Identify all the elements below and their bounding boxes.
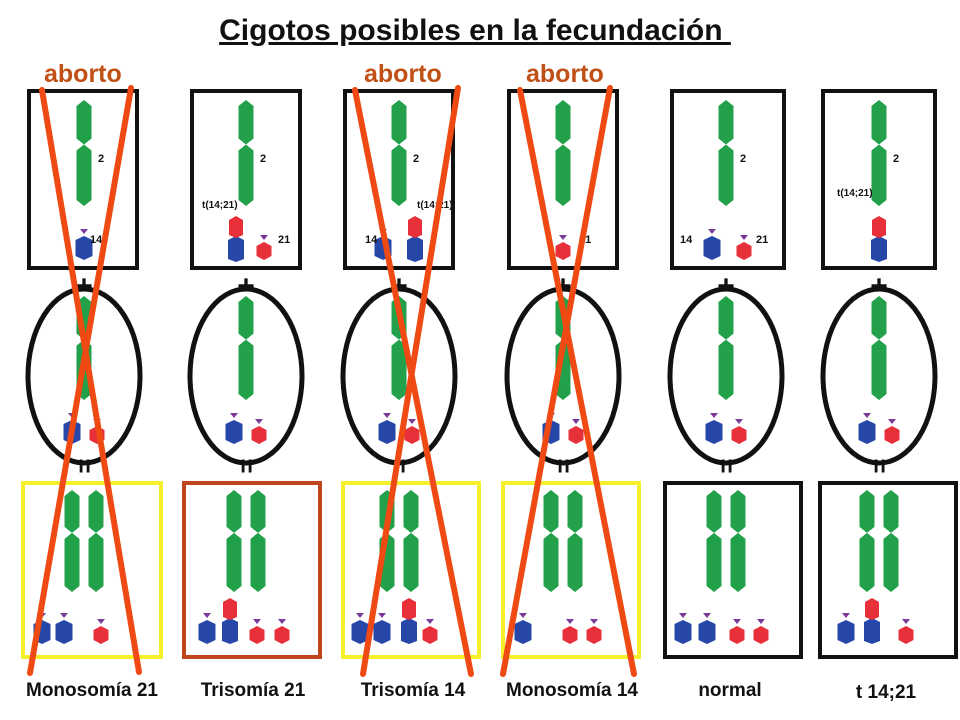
cross-line-a-1 [39, 87, 142, 675]
zygote-chromosome-14-6-0 [837, 613, 855, 644]
zygote-chromosome-14-5-1 [698, 613, 716, 644]
sperm-label-t-6: t(14;21) [837, 188, 873, 199]
sperm-label-21-2: 21 [278, 234, 290, 246]
oocyte-chromosome-21-2 [251, 419, 267, 444]
zygote-chromosome-21-2-2 [249, 619, 265, 644]
equals-sign-2: = [232, 458, 262, 473]
outcome-label-monosomia-21: Monosomía 21 [26, 680, 158, 701]
sperm-chromosome-2-6 [871, 100, 887, 206]
sperm-chromosome-2-3 [391, 100, 407, 206]
zygote-chromosome-21-5-3 [753, 619, 769, 644]
outcome-label-trisomia-21: Trisomía 21 [200, 680, 306, 701]
cross-line-b-3 [360, 85, 461, 677]
sperm-chromosome-14-1-0 [75, 229, 93, 260]
zygote-chromosome-2a-6 [859, 490, 875, 592]
equals-sign-4: = [549, 458, 579, 473]
zygote-chromosome-14-3-1 [373, 613, 391, 644]
oocyte-chromosome-2-6 [871, 296, 887, 400]
zygote-chromosome-21-4-2 [586, 619, 602, 644]
zygote-chromosome-2a-5 [706, 490, 722, 592]
sperm-translocation-3 [407, 216, 423, 262]
zygote-chromosome-14-1-1 [55, 613, 73, 644]
zygote-chromosome-21-6-2 [898, 619, 914, 644]
outcome-label-t-14-21: t 14;21 [855, 682, 917, 703]
aborto-label-col3: aborto [364, 60, 442, 88]
sperm-label-14-5: 14 [680, 234, 693, 246]
sperm-translocation-2 [228, 216, 244, 262]
equals-sign-3: = [385, 458, 415, 473]
outcome-label-trisomia-14: Trisomía 14 [360, 680, 466, 701]
sperm-label-t-3: t(14;21) [417, 200, 453, 211]
zygote-chromosome-14-4-0 [514, 613, 532, 644]
zygote-translocation-2-1 [222, 598, 238, 644]
sperm-label-21-5: 21 [756, 234, 768, 246]
zygote-translocation-6-1 [864, 598, 880, 644]
zygote-chromosome-21-3-3 [422, 619, 438, 644]
zygote-chromosome-2a-1 [64, 490, 80, 592]
zygote-chromosome-14-2-0 [198, 613, 216, 644]
zygote-chromosome-2b-2 [250, 490, 266, 592]
zygote-chromosome-14-5-0 [674, 613, 692, 644]
oocyte-chromosome-2-5 [718, 296, 734, 400]
cross-line-a-4 [517, 87, 637, 677]
oocyte-chromosome-21-4 [568, 419, 584, 444]
equals-sign-6: = [865, 458, 895, 473]
sperm-chromosome-21-4-0 [555, 235, 571, 260]
oocyte-chromosome-14-6 [858, 413, 876, 444]
equals-sign-5: = [712, 458, 742, 473]
zygote-chromosome-2a-4 [543, 490, 559, 592]
sperm-chromosome-21-5-1 [736, 235, 752, 260]
zygote-chromosome-21-2-3 [274, 619, 290, 644]
sperm-label-2-5: 2 [740, 153, 746, 165]
sperm-label-2-1: 2 [98, 153, 104, 165]
zygote-chromosome-21-5-2 [729, 619, 745, 644]
oocyte-chromosome-21-3 [404, 419, 420, 444]
sperm-label-2-2: 2 [260, 153, 266, 165]
sperm-chromosome-2-4 [555, 100, 571, 206]
cross-line-b-1 [27, 85, 134, 676]
zygote-chromosome-2b-3 [403, 490, 419, 592]
zygote-chromosome-2b-1 [88, 490, 104, 592]
zygote-chromosome-21-4-1 [562, 619, 578, 644]
sperm-label-14-1: 14 [90, 234, 103, 246]
outcome-label-monosomia-14: Monosomía 14 [506, 680, 638, 701]
oocyte-chromosome-21-5 [731, 419, 747, 444]
zygote-chromosome-2b-5 [730, 490, 746, 592]
aborto-label-col1: aborto [44, 60, 122, 88]
page-title: Cigotos posibles en la fecundación [219, 14, 731, 47]
cross-line-b-4 [500, 85, 613, 677]
sperm-chromosome-21-2-0 [256, 235, 272, 260]
sperm-chromosome-2-5 [718, 100, 734, 206]
sperm-label-14-3: 14 [365, 234, 378, 246]
aborto-label-col4: aborto [526, 60, 604, 88]
sperm-label-t-2: t(14;21) [202, 200, 238, 211]
oocyte-chromosome-2-2 [238, 296, 254, 400]
sperm-label-2-6: 2 [893, 153, 899, 165]
sperm-chromosome-2-1 [76, 100, 92, 206]
oocyte-chromosome-21-6 [884, 419, 900, 444]
zygote-chromosome-2a-2 [226, 490, 242, 592]
zygote-translocation-3-2 [401, 598, 417, 644]
zygote-chromosome-14-3-0 [351, 613, 369, 644]
outcome-label-normal: normal [698, 680, 762, 701]
oocyte-chromosome-14-5 [705, 413, 723, 444]
sperm-chromosome-2-2 [238, 100, 254, 206]
zygote-chromosome-2b-6 [883, 490, 899, 592]
oocyte-chromosome-14-2 [225, 413, 243, 444]
zygote-chromosome-2b-4 [567, 490, 583, 592]
equals-sign-1: = [70, 458, 100, 473]
oocyte-chromosome-14-3 [378, 413, 396, 444]
sperm-chromosome-14-5-0 [703, 229, 721, 260]
sperm-translocation-6 [871, 216, 887, 262]
zygote-chromosome-21-1-2 [93, 619, 109, 644]
sperm-label-2-3: 2 [413, 153, 419, 165]
